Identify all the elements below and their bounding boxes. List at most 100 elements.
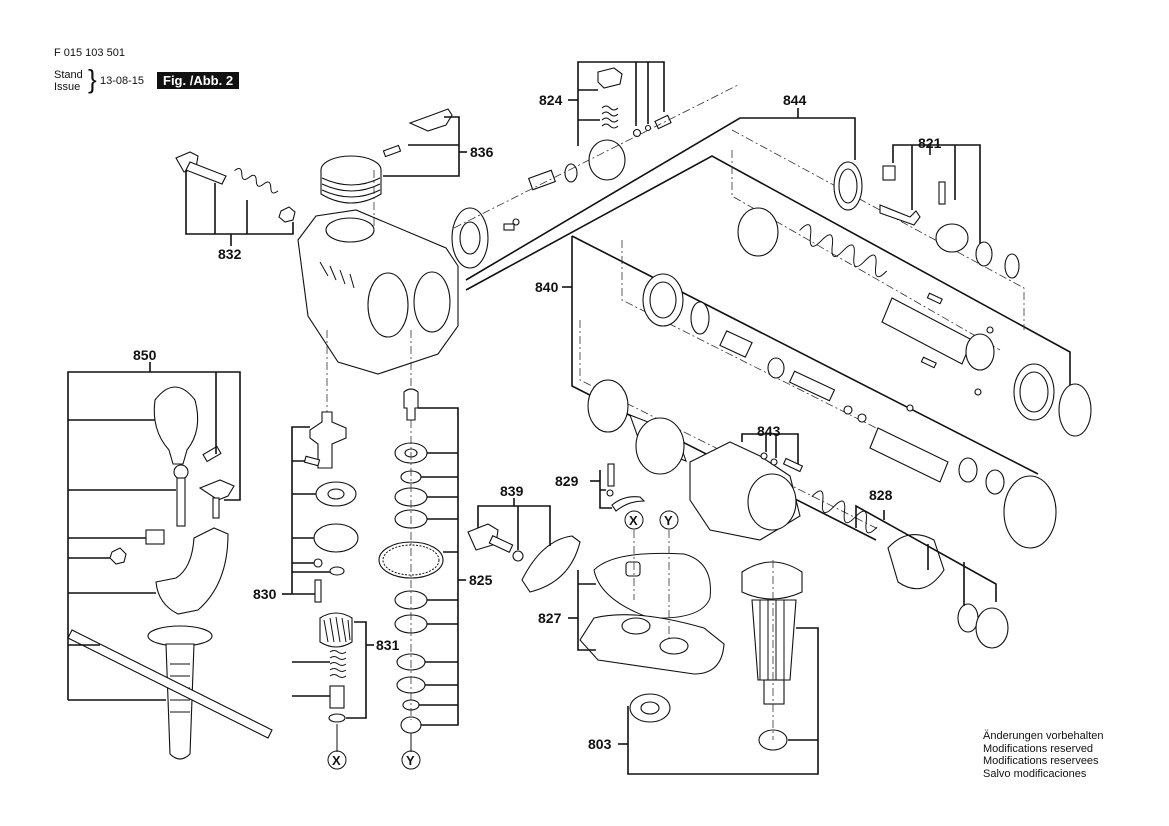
modifications-note: Änderungen vorbehalten Modifications res… (983, 730, 1103, 780)
cap-thread-lines (321, 177, 381, 198)
ring-icon (843, 405, 853, 415)
part-group-825: Y 825 (378, 330, 493, 770)
brace-icon: } (88, 64, 97, 94)
cap-ring-icon (1003, 475, 1057, 549)
wing-nut-icon (198, 479, 235, 501)
label-831: 831 (376, 637, 400, 653)
leader-827 (577, 570, 596, 651)
flange-inner (459, 221, 481, 255)
label-825: 825 (469, 572, 493, 588)
key-icon-2 (920, 356, 937, 369)
part-group-840-items (587, 273, 1057, 549)
pin-icon (202, 445, 222, 463)
centerline-2 (731, 150, 1001, 351)
leader-850 (67, 371, 241, 701)
circlip-icon (690, 301, 710, 335)
label-828: 828 (869, 487, 893, 503)
handle-bracket-icon (155, 527, 229, 615)
piston-parts (737, 161, 1092, 437)
dust-cap-icon (975, 607, 1009, 649)
label-832: 832 (218, 246, 242, 262)
part-group-830: X 830 (253, 330, 359, 770)
leader-828 (855, 504, 997, 606)
bearing-ring-inner (1019, 371, 1049, 413)
bearing-inner (327, 488, 345, 500)
cover-bore-1 (621, 617, 651, 635)
housing-cover-icon (579, 614, 725, 675)
seal-icon (1058, 383, 1092, 437)
part-group-832: 832 (175, 151, 296, 262)
connecting-rod-icon (879, 204, 921, 226)
washer-icon (313, 558, 323, 568)
bearing-large-inner (640, 701, 660, 715)
housing-opening (325, 217, 375, 243)
label-824: 824 (539, 92, 563, 108)
ball-icon-2 (974, 388, 982, 396)
spring-icon (811, 490, 878, 534)
fan-icon (741, 561, 803, 600)
ball-icon-3 (906, 404, 914, 412)
striker-icon (719, 330, 753, 358)
bearing-inner (649, 281, 677, 319)
label-821: 821 (918, 135, 942, 151)
armature-lines (759, 600, 785, 680)
piston-icon (935, 223, 969, 253)
part-group-850: 850 (67, 347, 273, 760)
commutator-icon (763, 679, 785, 705)
block-icon (597, 67, 623, 89)
part-group-803: 803 (588, 560, 819, 775)
pin-icon (527, 169, 557, 191)
gasket-icon (593, 552, 711, 619)
leader-829 (599, 470, 612, 509)
centerline-3 (621, 240, 901, 441)
crank-shaft-icon (309, 411, 347, 469)
leader-803 (627, 627, 819, 775)
spring-icon (799, 224, 888, 278)
marker-x-circle (624, 510, 644, 530)
guide-tube-end (965, 333, 995, 371)
housing-bore-2 (413, 271, 451, 333)
note-de: Änderungen vorbehalten (983, 730, 1104, 742)
part-group-843: 843 (689, 423, 804, 541)
part-group-831: 831 (346, 621, 400, 719)
housing-vents (319, 261, 355, 289)
label-843: 843 (757, 423, 781, 439)
leader-831 (346, 621, 367, 719)
cover-plate-icon (521, 535, 581, 593)
washer-icon (606, 489, 614, 497)
seal-icon (587, 379, 629, 433)
housing-bore (747, 473, 797, 531)
washer-icon-2 (770, 458, 778, 466)
handle-plate-icon (147, 625, 213, 647)
intermediate-parts (451, 163, 578, 269)
nut-icon (109, 547, 127, 565)
frame-840-top (571, 235, 1039, 475)
eye-bolt-shank-icon (176, 477, 186, 527)
sleeve-icon (329, 685, 345, 709)
frame-844-top (465, 117, 856, 281)
reference-markers-upper: X Y (624, 510, 679, 640)
stand-issue-label: Stand Issue (54, 69, 83, 93)
firing-pin-icon (788, 370, 836, 402)
cover-bore-2 (659, 637, 689, 655)
nut-icon (278, 206, 296, 223)
leader-836 (383, 116, 460, 177)
part-group-829: 829 (555, 463, 646, 512)
eye-bolt-head-icon (173, 464, 189, 480)
figure-label: Fig. /Abb. 2 (157, 72, 240, 89)
housing-bore-1 (367, 272, 409, 338)
frame-844-inner (465, 155, 1071, 398)
label-836: 836 (470, 144, 494, 160)
marker-x-label: X (629, 513, 638, 528)
pin-icon (382, 144, 402, 158)
leader-843 (741, 433, 799, 464)
insert-icon (145, 529, 165, 545)
issue-label: Issue (54, 81, 81, 93)
guide-tube-icon (881, 297, 973, 365)
label-850: 850 (133, 347, 157, 363)
key-icon (926, 292, 943, 305)
leader-821 (892, 144, 981, 260)
helical-gear-teeth (323, 616, 351, 643)
shaft-icon (488, 534, 514, 554)
label-830: 830 (253, 586, 277, 602)
